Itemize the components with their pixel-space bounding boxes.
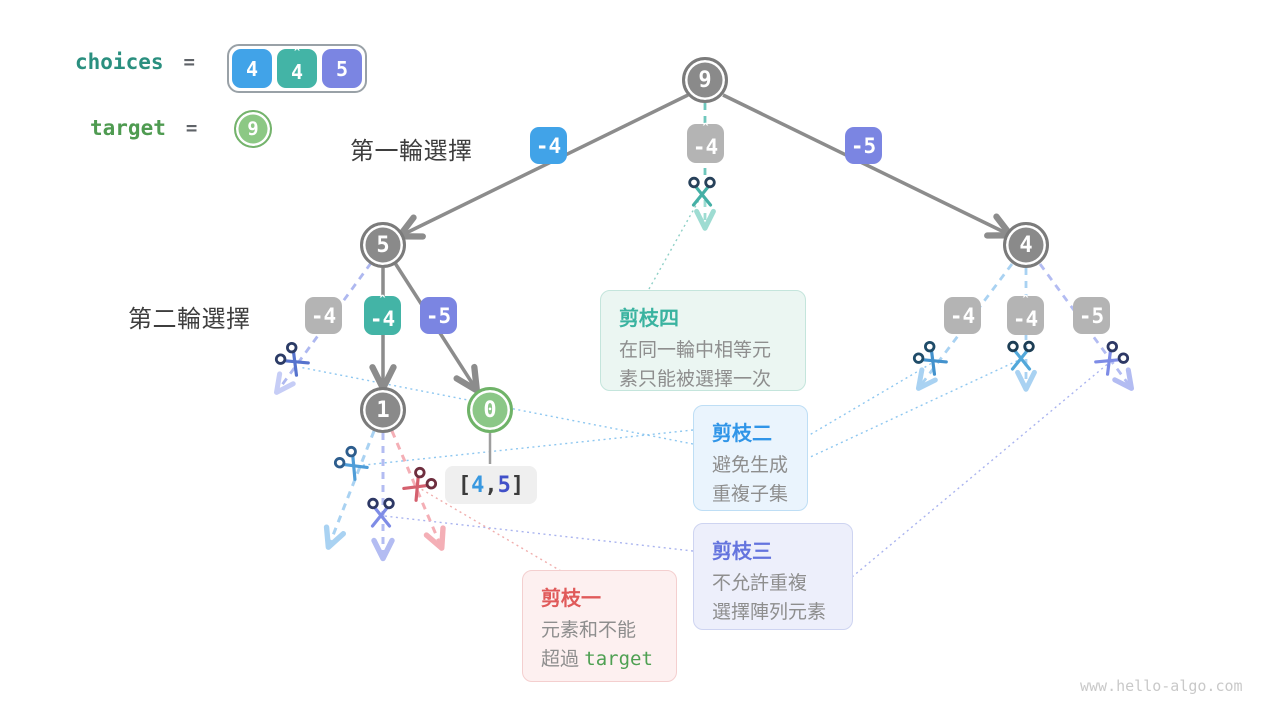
target-row: target = — [90, 116, 197, 140]
scissors-icon — [274, 341, 310, 377]
hat-mark: ˆ — [292, 45, 302, 64]
edge-label-r2l-minus4: -4 — [305, 297, 342, 334]
connector-prune2-left2 — [298, 366, 694, 445]
tree-node-0: 0 — [467, 387, 513, 433]
hat-mark: ˆ — [1020, 292, 1031, 311]
scissors-icon — [333, 445, 369, 481]
connector-prune4 — [648, 199, 700, 290]
tree-node-4: 4 — [1003, 222, 1049, 268]
edge-label-r1-minus5: -5 — [845, 127, 882, 164]
edge-label-r2l-minus4hat: ˆ -4 — [364, 292, 401, 335]
choices-array: 4 ˆ 4 5 — [227, 44, 367, 93]
watermark: www.hello-algo.com — [1080, 677, 1243, 695]
choices-item-5: 5 — [322, 49, 362, 88]
connector-prune2-left1 — [354, 429, 694, 467]
subset-result-label: [4,5] — [445, 466, 537, 504]
edge-root-to-4 — [722, 93, 1014, 239]
round2-label: 第二輪選擇 — [128, 306, 251, 333]
edge-label-r2l-minus5: -5 — [420, 297, 457, 334]
scissors-icon — [688, 176, 716, 207]
edge-root-to-5 — [396, 93, 689, 240]
choices-equals: = — [183, 51, 195, 73]
annotation-connector-lines — [298, 199, 1111, 578]
tree-node-1: 1 — [360, 387, 406, 433]
scissors-icon — [1007, 340, 1035, 371]
annotation-prune1-title: 剪枝一 — [541, 588, 601, 610]
edge-label-r2r-minus5: -5 — [1073, 297, 1110, 334]
annotation-prune4: 剪枝四 在同一輪中相等元 素只能被選擇一次 — [600, 290, 806, 391]
hat-mark: ˆ — [700, 120, 711, 139]
scissors-icon — [1094, 340, 1130, 376]
target-code-ref: target — [584, 648, 653, 670]
edge-label-r2r-minus4: -4 — [944, 297, 981, 334]
tree-node-root: 9 — [682, 57, 728, 103]
round1-label: 第一輪選擇 — [350, 138, 473, 165]
annotation-prune3: 剪枝三 不允許重複 選擇陣列元素 — [693, 523, 853, 630]
choices-label: choices — [75, 50, 164, 74]
annotation-prune2: 剪枝二 避免生成 重複子集 — [693, 405, 808, 511]
target-equals: = — [185, 117, 198, 139]
connector-prune2-right1 — [805, 362, 933, 438]
target-label: target — [90, 116, 166, 140]
annotation-prune4-title: 剪枝四 — [619, 308, 679, 330]
connector-prune3-left — [383, 515, 694, 552]
scissors-icons — [274, 176, 1130, 528]
scissors-icon — [912, 340, 948, 376]
choices-item-4hat: ˆ 4 — [277, 45, 317, 88]
edge-label-r2r-minus4hat: ˆ -4 — [1007, 292, 1044, 335]
annotation-prune2-title: 剪枝二 — [712, 423, 772, 445]
choices-row: choices = — [75, 50, 195, 74]
target-value-node: 9 — [234, 110, 272, 148]
connector-prune3-right — [851, 361, 1111, 578]
hat-mark: ˆ — [377, 292, 388, 311]
annotation-prune3-title: 剪枝三 — [712, 541, 772, 563]
connector-prune2-right2 — [805, 359, 1020, 460]
annotation-prune1: 剪枝一 元素和不能 超過 target — [522, 570, 677, 682]
edge-label-r1-minus4: -4 — [530, 127, 567, 164]
scissors-icon — [402, 466, 438, 502]
edge-label-r1-minus4hat: ˆ -4 — [687, 120, 724, 163]
scissors-icon — [367, 497, 395, 528]
choices-item-4: 4 — [232, 49, 272, 88]
tree-node-5: 5 — [360, 222, 406, 268]
